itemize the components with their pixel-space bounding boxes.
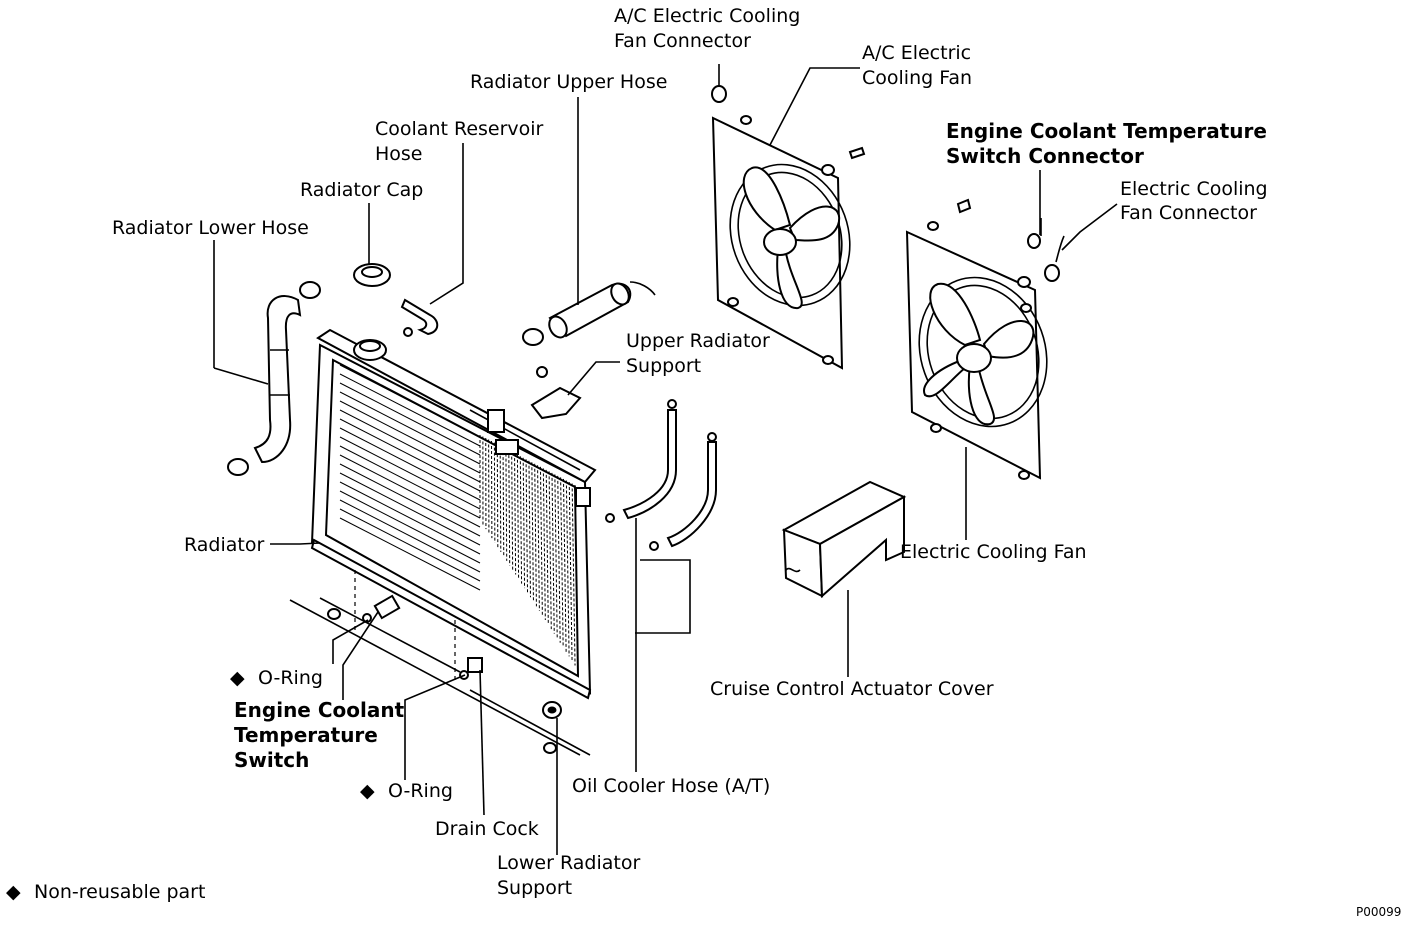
label-drain-cock: Drain Cock [435,818,539,840]
radiator-cap-mounted [354,340,386,360]
radiator-cap [354,264,390,286]
callout-labels: A/C Electric Cooling Fan Connector A/C E… [112,5,1268,899]
radiator-fin [497,444,498,547]
figure-code: P00099 [1356,905,1401,919]
diamond-o-ring-2: ◆ [360,780,375,802]
ac-fan-connector-part [712,64,726,102]
coolant-reservoir-hose [402,300,437,336]
label-oil-cooler-hose: Oil Cooler Hose (A/T) [572,775,770,797]
label-upper-support-2: Support [626,355,701,377]
label-lower-support-1: Lower Radiator [497,852,640,874]
legend: ◆ Non-reusable part [6,881,205,903]
upper-radiator-support-part [532,367,580,418]
electric-cooling-fan [899,200,1068,479]
label-fan-connector-1: Electric Cooling [1120,178,1268,200]
legend-text: Non-reusable part [34,881,205,903]
oil-cooler-hoses [606,400,716,633]
label-ac-fan-connector-2: Fan Connector [614,30,751,52]
label-upper-support-1: Upper Radiator [626,330,770,352]
label-o-ring-2: O-Ring [388,780,453,802]
cruise-control-actuator-cover [784,482,904,596]
label-lower-support-2: Support [497,877,572,899]
label-ect-switch-3: Switch [234,748,309,772]
ect-switch-part [363,596,399,622]
label-ac-fan-connector-1: A/C Electric Cooling [614,5,800,27]
label-ect-switch-connector-1: Engine Coolant Temperature [946,119,1267,143]
label-ect-switch-2: Temperature [234,723,378,747]
lower-radiator-support-part [543,702,561,718]
label-ect-switch-connector-2: Switch Connector [946,144,1144,168]
label-reservoir-hose-1: Coolant Reservoir [375,118,544,140]
label-lower-hose: Radiator Lower Hose [112,217,309,239]
label-radiator-cap: Radiator Cap [300,179,423,201]
fan-connectors-part [1028,218,1064,281]
label-ect-switch-1: Engine Coolant [234,698,405,722]
label-reservoir-hose-2: Hose [375,143,423,165]
label-ac-fan-2: Cooling Fan [862,67,972,89]
radiator-lower-hose [228,282,320,475]
label-ac-fan-1: A/C Electric [862,42,971,64]
label-fan-connector-2: Fan Connector [1120,202,1257,224]
label-electric-fan: Electric Cooling Fan [900,541,1087,563]
label-o-ring-1: O-Ring [258,667,323,689]
legend-diamond: ◆ [6,881,21,903]
label-radiator: Radiator [184,534,264,556]
label-cruise-cover: Cruise Control Actuator Cover [710,678,994,700]
diamond-o-ring-1: ◆ [230,667,245,689]
radiator [312,330,595,698]
label-upper-hose: Radiator Upper Hose [470,71,667,93]
